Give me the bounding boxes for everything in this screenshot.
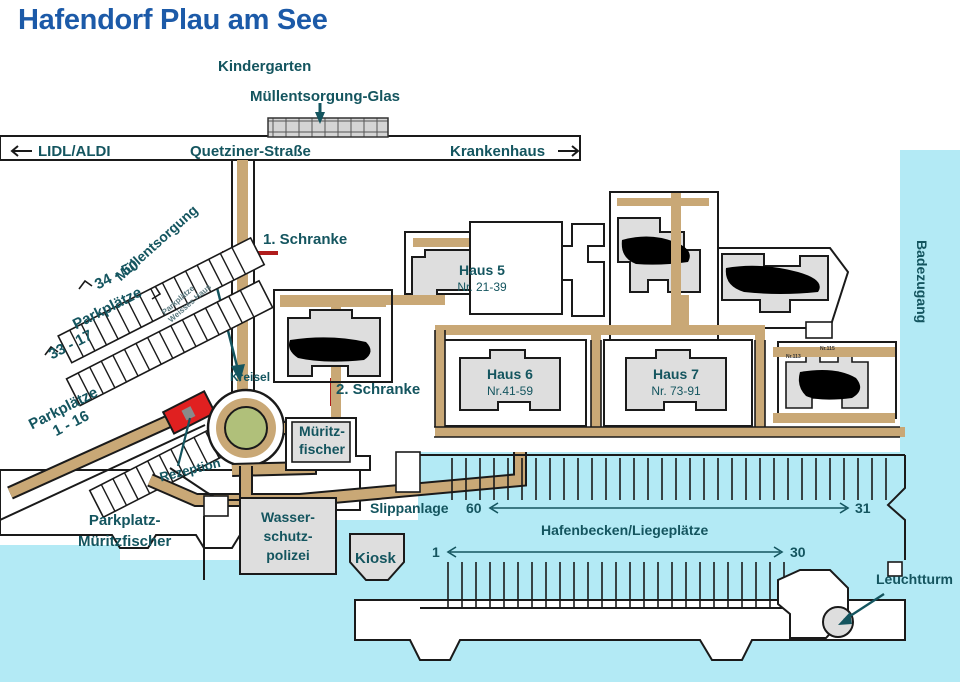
west-direction-arrow — [10, 145, 32, 157]
label-harbour-basin: Hafenbecken/Liegeplätze — [541, 522, 709, 538]
label-bath-access: Badezugang — [914, 240, 930, 324]
mueritzfischer-line2: fischer — [299, 441, 345, 457]
reception-building — [161, 389, 217, 435]
haus-7-numbers: Nr. 73-91 — [651, 384, 701, 398]
label-glass-disposal: Müllentsorgung-Glas — [250, 88, 400, 105]
label-barrier-1: 1. Schranke — [263, 231, 348, 248]
upper-berth-arrow — [488, 502, 850, 514]
fishery-parking-line2: Müritzfischer — [78, 533, 172, 550]
haus7-parcel — [603, 339, 753, 427]
glass-disposal-arrow — [315, 103, 325, 124]
lower-berth-arrow — [446, 546, 784, 558]
haus6-parcel — [437, 339, 587, 427]
label-nr-115: Nr.115 — [820, 346, 835, 352]
label-lighthouse: Leuchtturm — [876, 571, 953, 587]
slipway-box — [395, 451, 421, 493]
label-haus-5: Haus 5 Nr. 21-39 — [430, 262, 534, 296]
roundabout — [206, 388, 286, 468]
lighthouse-arrow — [838, 592, 885, 625]
label-lidl-aldi: LIDL/ALDI — [38, 143, 111, 160]
mueritzfischer-building — [285, 417, 371, 471]
label-lower-berth-end: 30 — [790, 544, 806, 560]
internal-road-network — [331, 193, 905, 437]
small-parcel-a — [559, 223, 605, 317]
label-kreisel: Kreisel — [230, 370, 271, 384]
label-barrier-2: 2. Schranke — [336, 381, 421, 398]
label-haus-7: Haus 7 Nr. 73-91 — [624, 366, 728, 400]
parking-lot-33-17 — [65, 279, 274, 407]
label-slipway: Slippanlage — [370, 500, 449, 516]
harbour-upper-jetties — [451, 458, 887, 500]
water-police-line1: Wasser- — [261, 509, 315, 525]
haus-7-name: Haus 7 — [653, 366, 699, 382]
label-upper-berth-start: 60 — [466, 500, 482, 516]
label-fishery-parking: Parkplatz- Müritzfischer — [78, 510, 171, 552]
small-parcel-b — [469, 221, 563, 315]
haus-6-name: Haus 6 — [487, 366, 533, 382]
label-mueritzfischer: Müritz- fischer — [296, 422, 348, 458]
label-lower-berth-start: 1 — [432, 544, 440, 560]
label-water-police: Wasser- schutz- polizei — [248, 508, 328, 565]
wasserschutzpolizei-building — [203, 495, 337, 580]
fishery-parking-line1: Parkplatz- — [88, 512, 161, 529]
kiosk-building — [349, 533, 405, 581]
water-police-line3: polizei — [266, 547, 310, 563]
haus-113-115-parcel — [777, 341, 897, 419]
glass-container-wall — [267, 117, 389, 138]
haus-5-name: Haus 5 — [459, 262, 505, 278]
east-direction-arrow — [558, 145, 580, 157]
haus-5-numbers: Nr. 21-39 — [457, 280, 507, 294]
reception-pointer — [176, 417, 192, 467]
mueritzfischer-line1: Müritz- — [299, 423, 345, 439]
lighthouse-pier — [777, 569, 854, 639]
parking-lot-34-50 — [57, 236, 266, 364]
redacted-building-2 — [717, 247, 850, 329]
redacted-building-3 — [273, 289, 393, 383]
lot-brackets — [44, 279, 162, 356]
page-title: Hafendorf Plau am See — [18, 4, 328, 36]
haus-6-numbers: Nr.41-59 — [486, 384, 534, 398]
small-box-top-right — [805, 321, 833, 339]
bath-access-marker — [887, 561, 903, 577]
internal-road-edges — [434, 330, 900, 438]
harbour-quay-lines — [420, 454, 906, 609]
label-kiosk: Kiosk — [355, 550, 396, 567]
label-quetziner-strasse: Quetziner-Straße — [190, 143, 311, 160]
label-haus-6: Haus 6 Nr.41-59 — [458, 366, 562, 400]
redacted-building-1 — [609, 191, 719, 341]
water-police-line2: schutz- — [263, 528, 313, 544]
driveways — [0, 402, 206, 521]
label-krankenhaus: Krankenhaus — [450, 143, 546, 160]
label-nr-113: Nr.113 — [786, 354, 801, 360]
label-kindergarten: Kindergarten — [218, 58, 312, 75]
harbour-lower-jetties — [447, 562, 785, 608]
label-upper-berth-end: 31 — [855, 500, 871, 516]
